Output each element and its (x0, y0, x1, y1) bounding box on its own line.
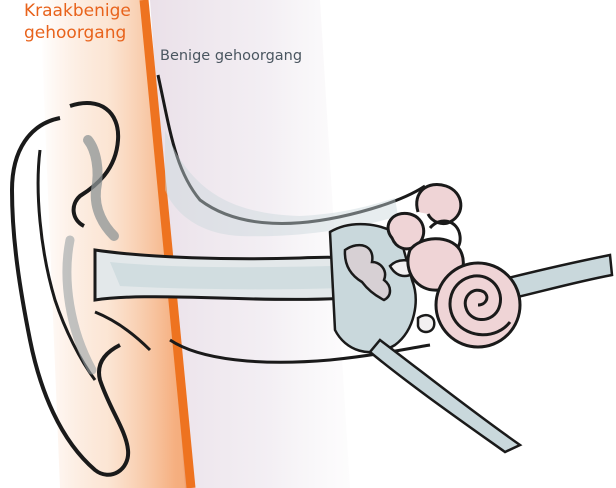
label-cartilaginous-canal: Kraakbenige gehoorgang (24, 0, 144, 44)
label-cartilaginous-line1: Kraakbenige (24, 0, 144, 22)
label-bony-canal: Benige gehoorgang (160, 47, 302, 65)
round-window (418, 315, 434, 332)
label-cartilaginous-line2: gehoorgang (24, 22, 144, 44)
eustachian-tube (370, 340, 520, 452)
semicircular-canal-top (417, 184, 461, 223)
